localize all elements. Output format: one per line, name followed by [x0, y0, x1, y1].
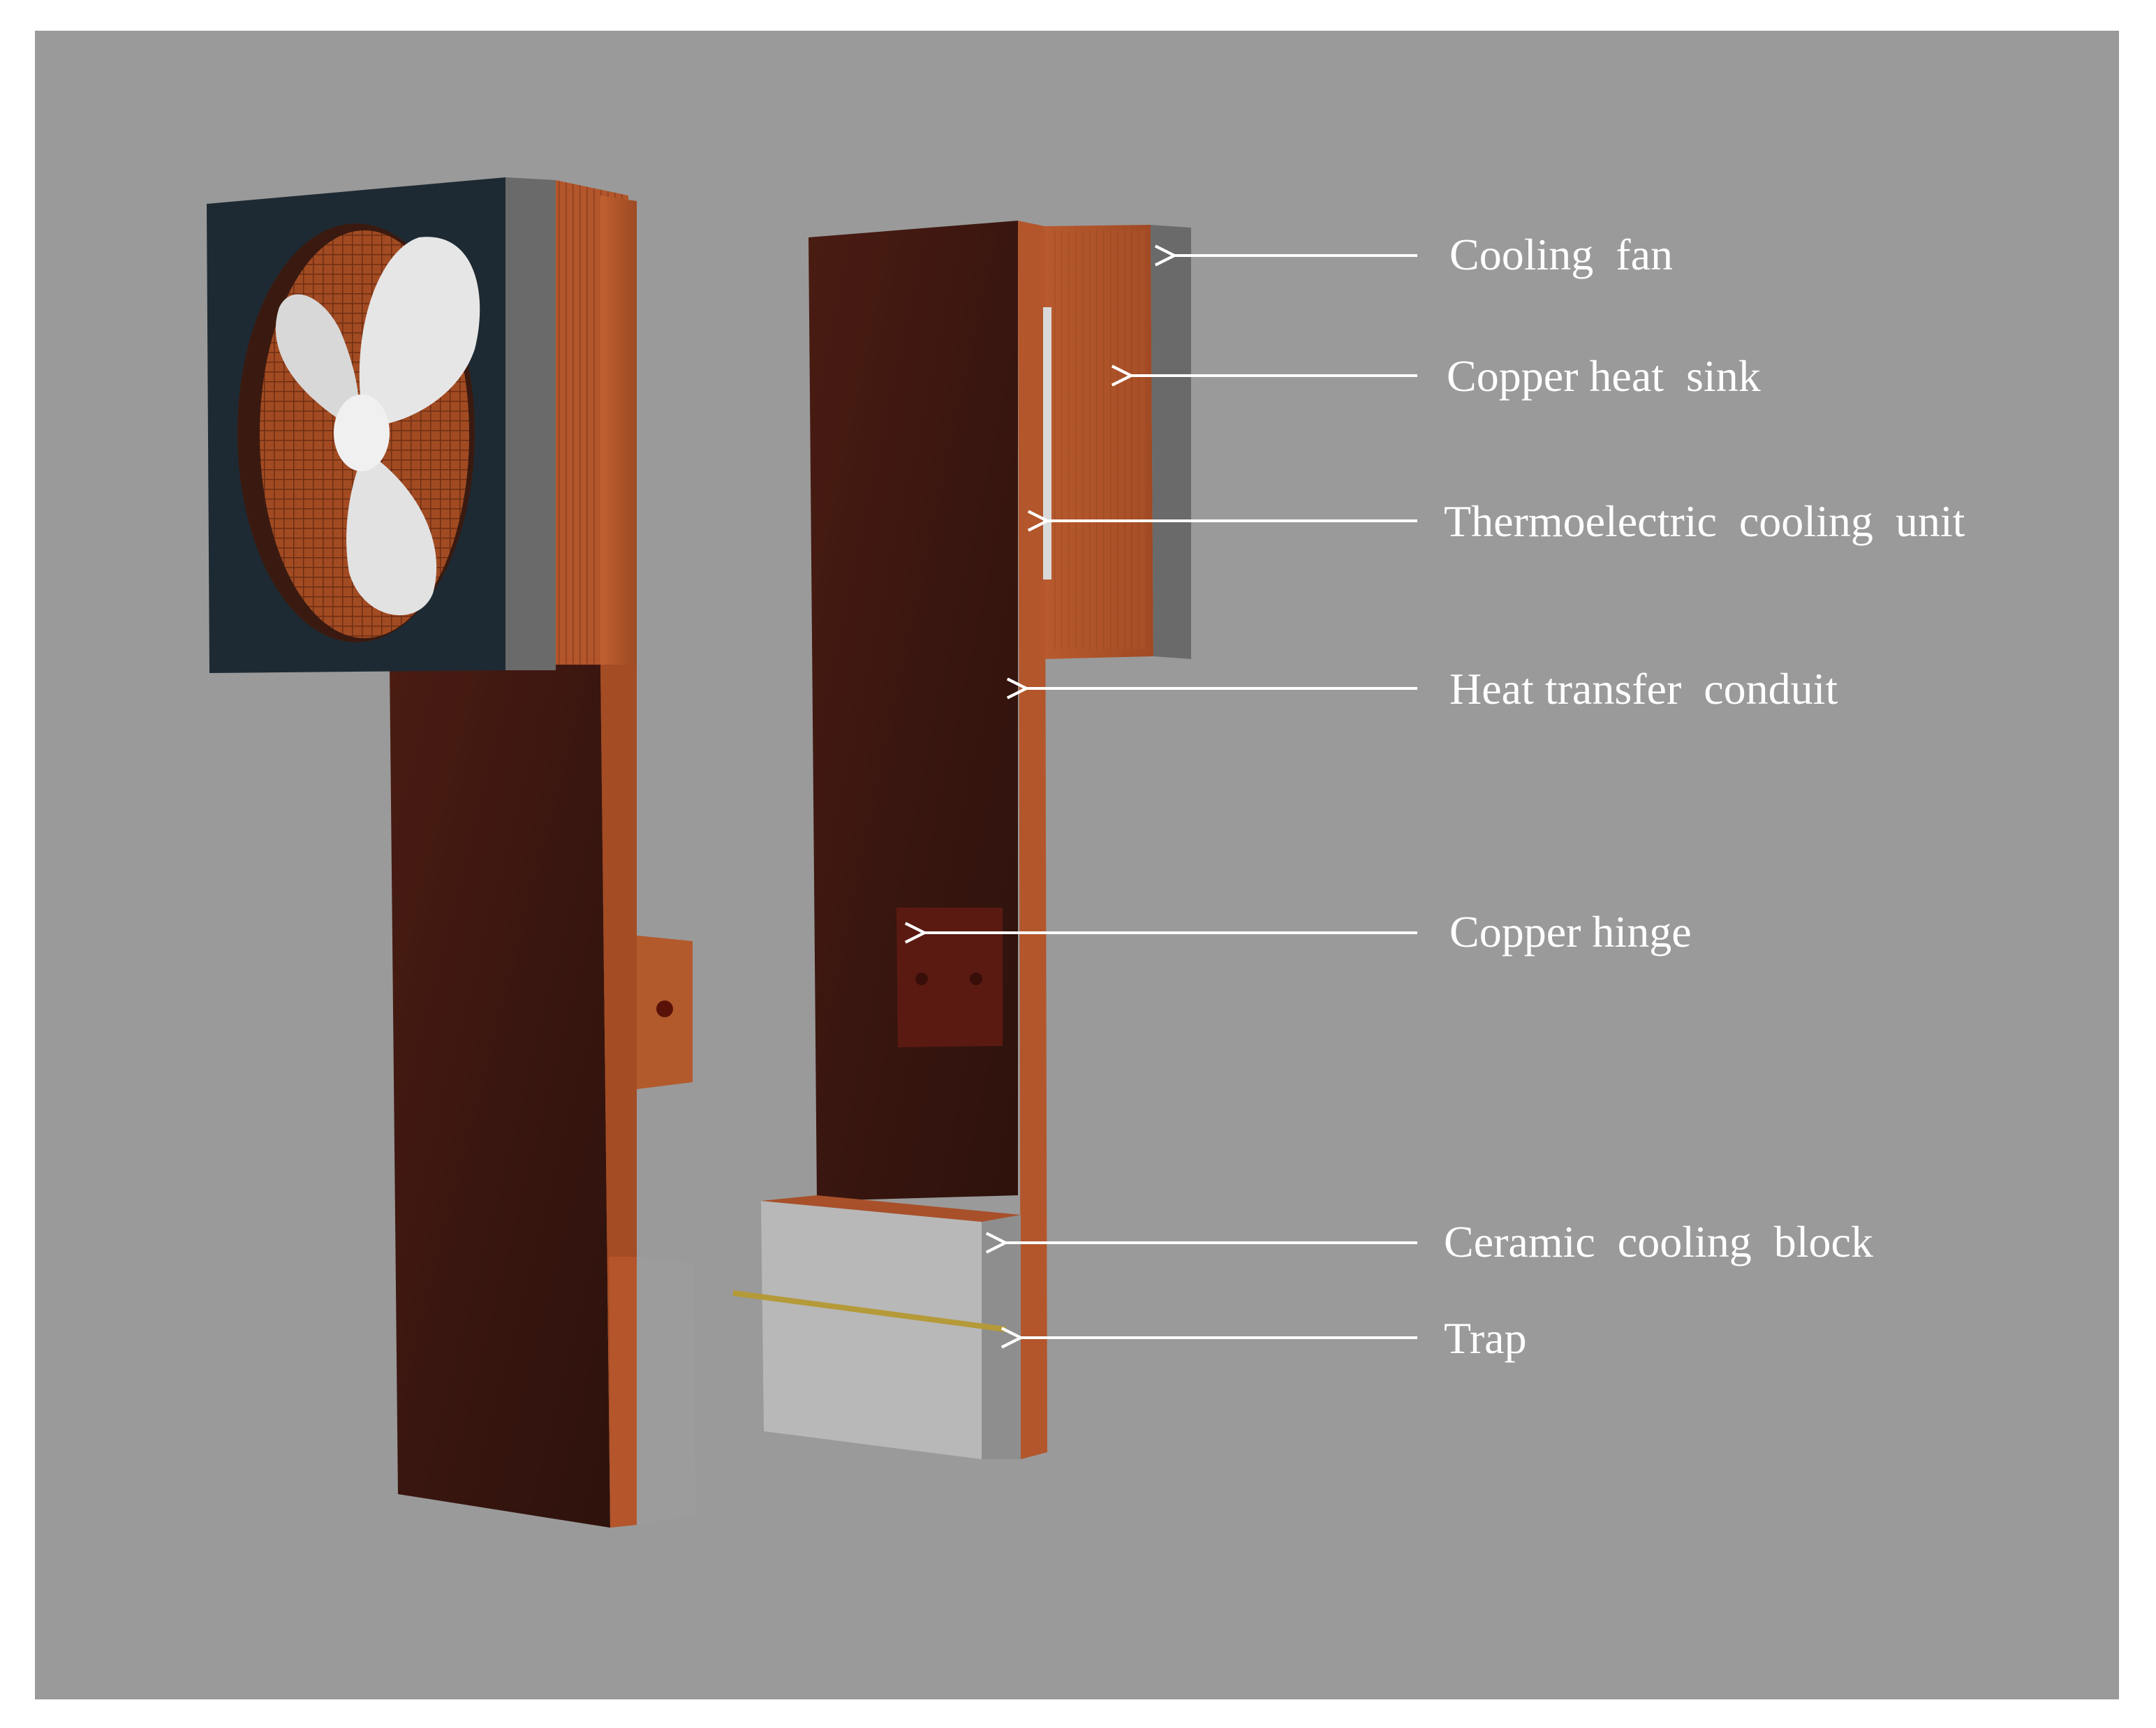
- left-copper-plate: [390, 665, 610, 1528]
- left-assembly: [207, 177, 695, 1528]
- left-ceramic-top: [609, 1257, 637, 1528]
- thermoelectric-unit: [1043, 307, 1051, 579]
- label-copper-heat-sink: Copper heat sink: [1447, 351, 1761, 401]
- ceramic-cooling-block-side: [982, 1215, 1021, 1459]
- right-copper-plate: [808, 221, 1018, 1201]
- fan-blade-left: [275, 294, 359, 426]
- callouts: [924, 256, 1417, 1338]
- left-ceramic-block: [637, 1257, 695, 1525]
- label-trap: Trap: [1444, 1313, 1527, 1363]
- label-heat-transfer-conduit: Heat transfer conduit: [1449, 664, 1838, 714]
- ceramic-cooling-block-front: [761, 1201, 982, 1459]
- fan-housing-side: [505, 177, 556, 670]
- label-copper-hinge: Copper hinge: [1449, 907, 1692, 957]
- ceramic-cooling-block-top: [761, 1195, 1021, 1222]
- right-heat-sink-fins: [1054, 230, 1145, 649]
- fan-blades: [275, 237, 480, 616]
- callout-labels: Cooling fan Copper heat sink Thermoelect…: [1444, 230, 1965, 1363]
- left-hinge-hole: [656, 1000, 673, 1017]
- fan-hub: [334, 394, 390, 471]
- trap-wire: [732, 1290, 1006, 1332]
- heat-transfer-conduit-strip: [1018, 221, 1047, 1459]
- label-cooling-fan: Cooling fan: [1449, 230, 1673, 279]
- fan-blade-top: [359, 237, 480, 426]
- fan-blade-bottom: [346, 454, 437, 616]
- label-ceramic-cooling-block: Ceramic cooling block: [1444, 1217, 1873, 1267]
- label-thermoelectric-cooling-unit: Thermoelectric cooling unit: [1444, 496, 1965, 546]
- right-cooling-fan-edge: [1151, 225, 1191, 659]
- right-copper-hinge-block: [896, 908, 1003, 1047]
- right-hinge-hole-1: [915, 973, 928, 985]
- right-hinge-hole-2: [970, 973, 982, 985]
